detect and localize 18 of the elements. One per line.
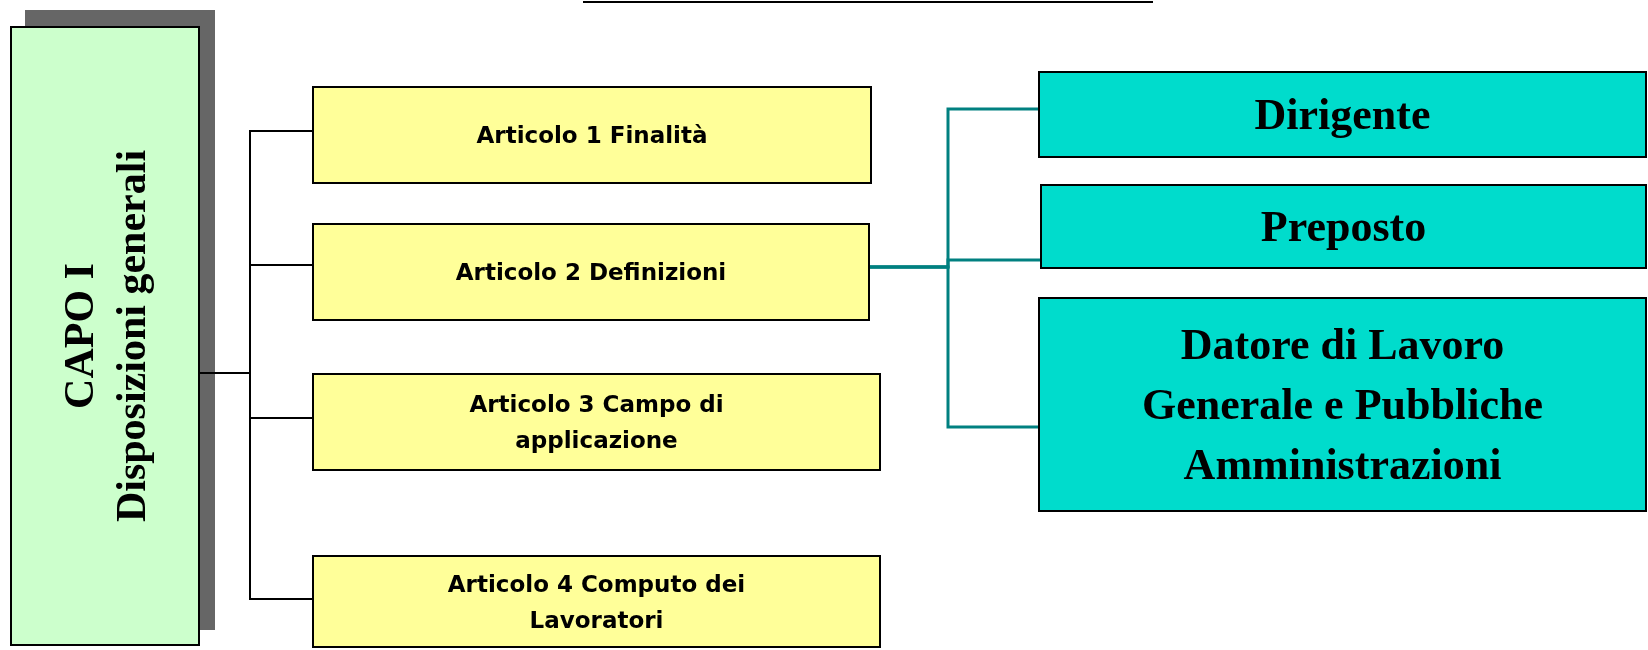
article-box: [312, 223, 870, 321]
role-title: Preposto: [1259, 200, 1428, 253]
chapter-box: [10, 26, 200, 646]
article-title: Articolo 3 Campo di applicazione: [468, 390, 725, 455]
role-box: [1038, 71, 1647, 158]
article-box: [312, 373, 881, 471]
role-title: Datore di Lavoro Generale e Pubbliche Amministrazioni: [1141, 318, 1544, 491]
connector-line: [870, 265, 1038, 429]
role-box: [1038, 297, 1647, 512]
chapter-heading: Disposizioni generali: [107, 149, 155, 523]
article-box: [312, 555, 881, 648]
article-title: Articolo 2 Definizioni: [454, 258, 728, 287]
article-title: Articolo 4 Computo dei Lavoratori: [446, 569, 747, 635]
article-box: [312, 86, 872, 184]
role-box: [1040, 184, 1647, 269]
article-title: Articolo 1 Finalità: [475, 121, 709, 150]
role-title: Dirigente: [1253, 88, 1432, 141]
chapter-heading: CAPO I: [55, 263, 103, 409]
